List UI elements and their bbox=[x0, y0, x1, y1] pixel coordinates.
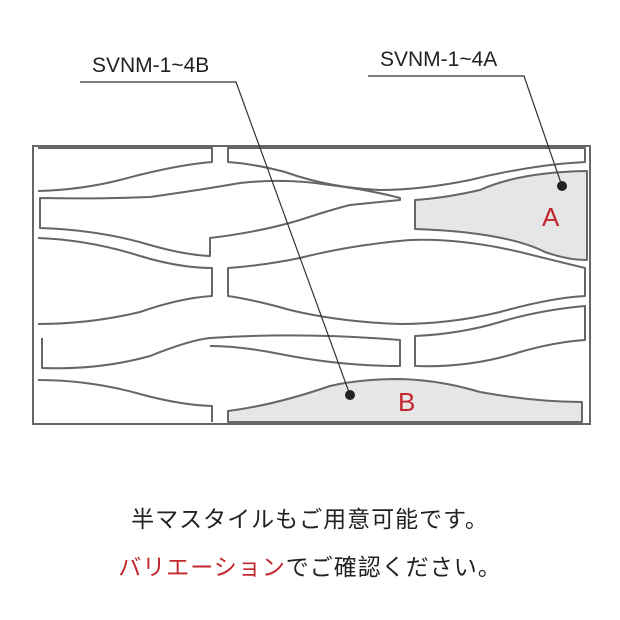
marker-a: A bbox=[542, 202, 560, 232]
leader-line-a bbox=[368, 75, 563, 187]
label-b: SVNM-1~4B bbox=[92, 54, 209, 77]
caption-line-1: 半マスタイルもご用意可能です。 bbox=[131, 507, 489, 533]
tile-r2-left bbox=[39, 179, 401, 257]
tile-r4-right bbox=[414, 305, 586, 368]
tile-r3-left bbox=[37, 237, 213, 325]
caption-line-2: バリエーションでご確認ください。 bbox=[0, 548, 620, 582]
tile-frame bbox=[32, 145, 591, 425]
tile-a-highlight bbox=[415, 171, 587, 260]
tile-r1-left bbox=[37, 147, 213, 192]
tile-r3-right bbox=[227, 238, 586, 325]
tile-pattern-diagram: SVNM-1~4B SVNM-1~4A A B bbox=[32, 48, 591, 425]
leader-line-b bbox=[80, 81, 351, 396]
caption-rest: でご確認ください。 bbox=[285, 555, 502, 581]
tile-r5-right bbox=[227, 378, 583, 423]
tile-outlines bbox=[37, 147, 588, 423]
leader-lines bbox=[80, 75, 563, 396]
leader-dot-b bbox=[345, 390, 355, 400]
leader-dot-a bbox=[557, 181, 567, 191]
marker-b: B bbox=[398, 387, 415, 417]
tile-r1-right bbox=[227, 147, 586, 191]
tile-r2-right bbox=[414, 170, 588, 261]
label-a: SVNM-1~4A bbox=[380, 48, 497, 71]
tile-r4-left bbox=[41, 334, 401, 370]
caption-highlight: バリエーション bbox=[118, 555, 286, 581]
tile-r5-left bbox=[37, 379, 213, 422]
tile-b-highlight bbox=[228, 379, 582, 422]
